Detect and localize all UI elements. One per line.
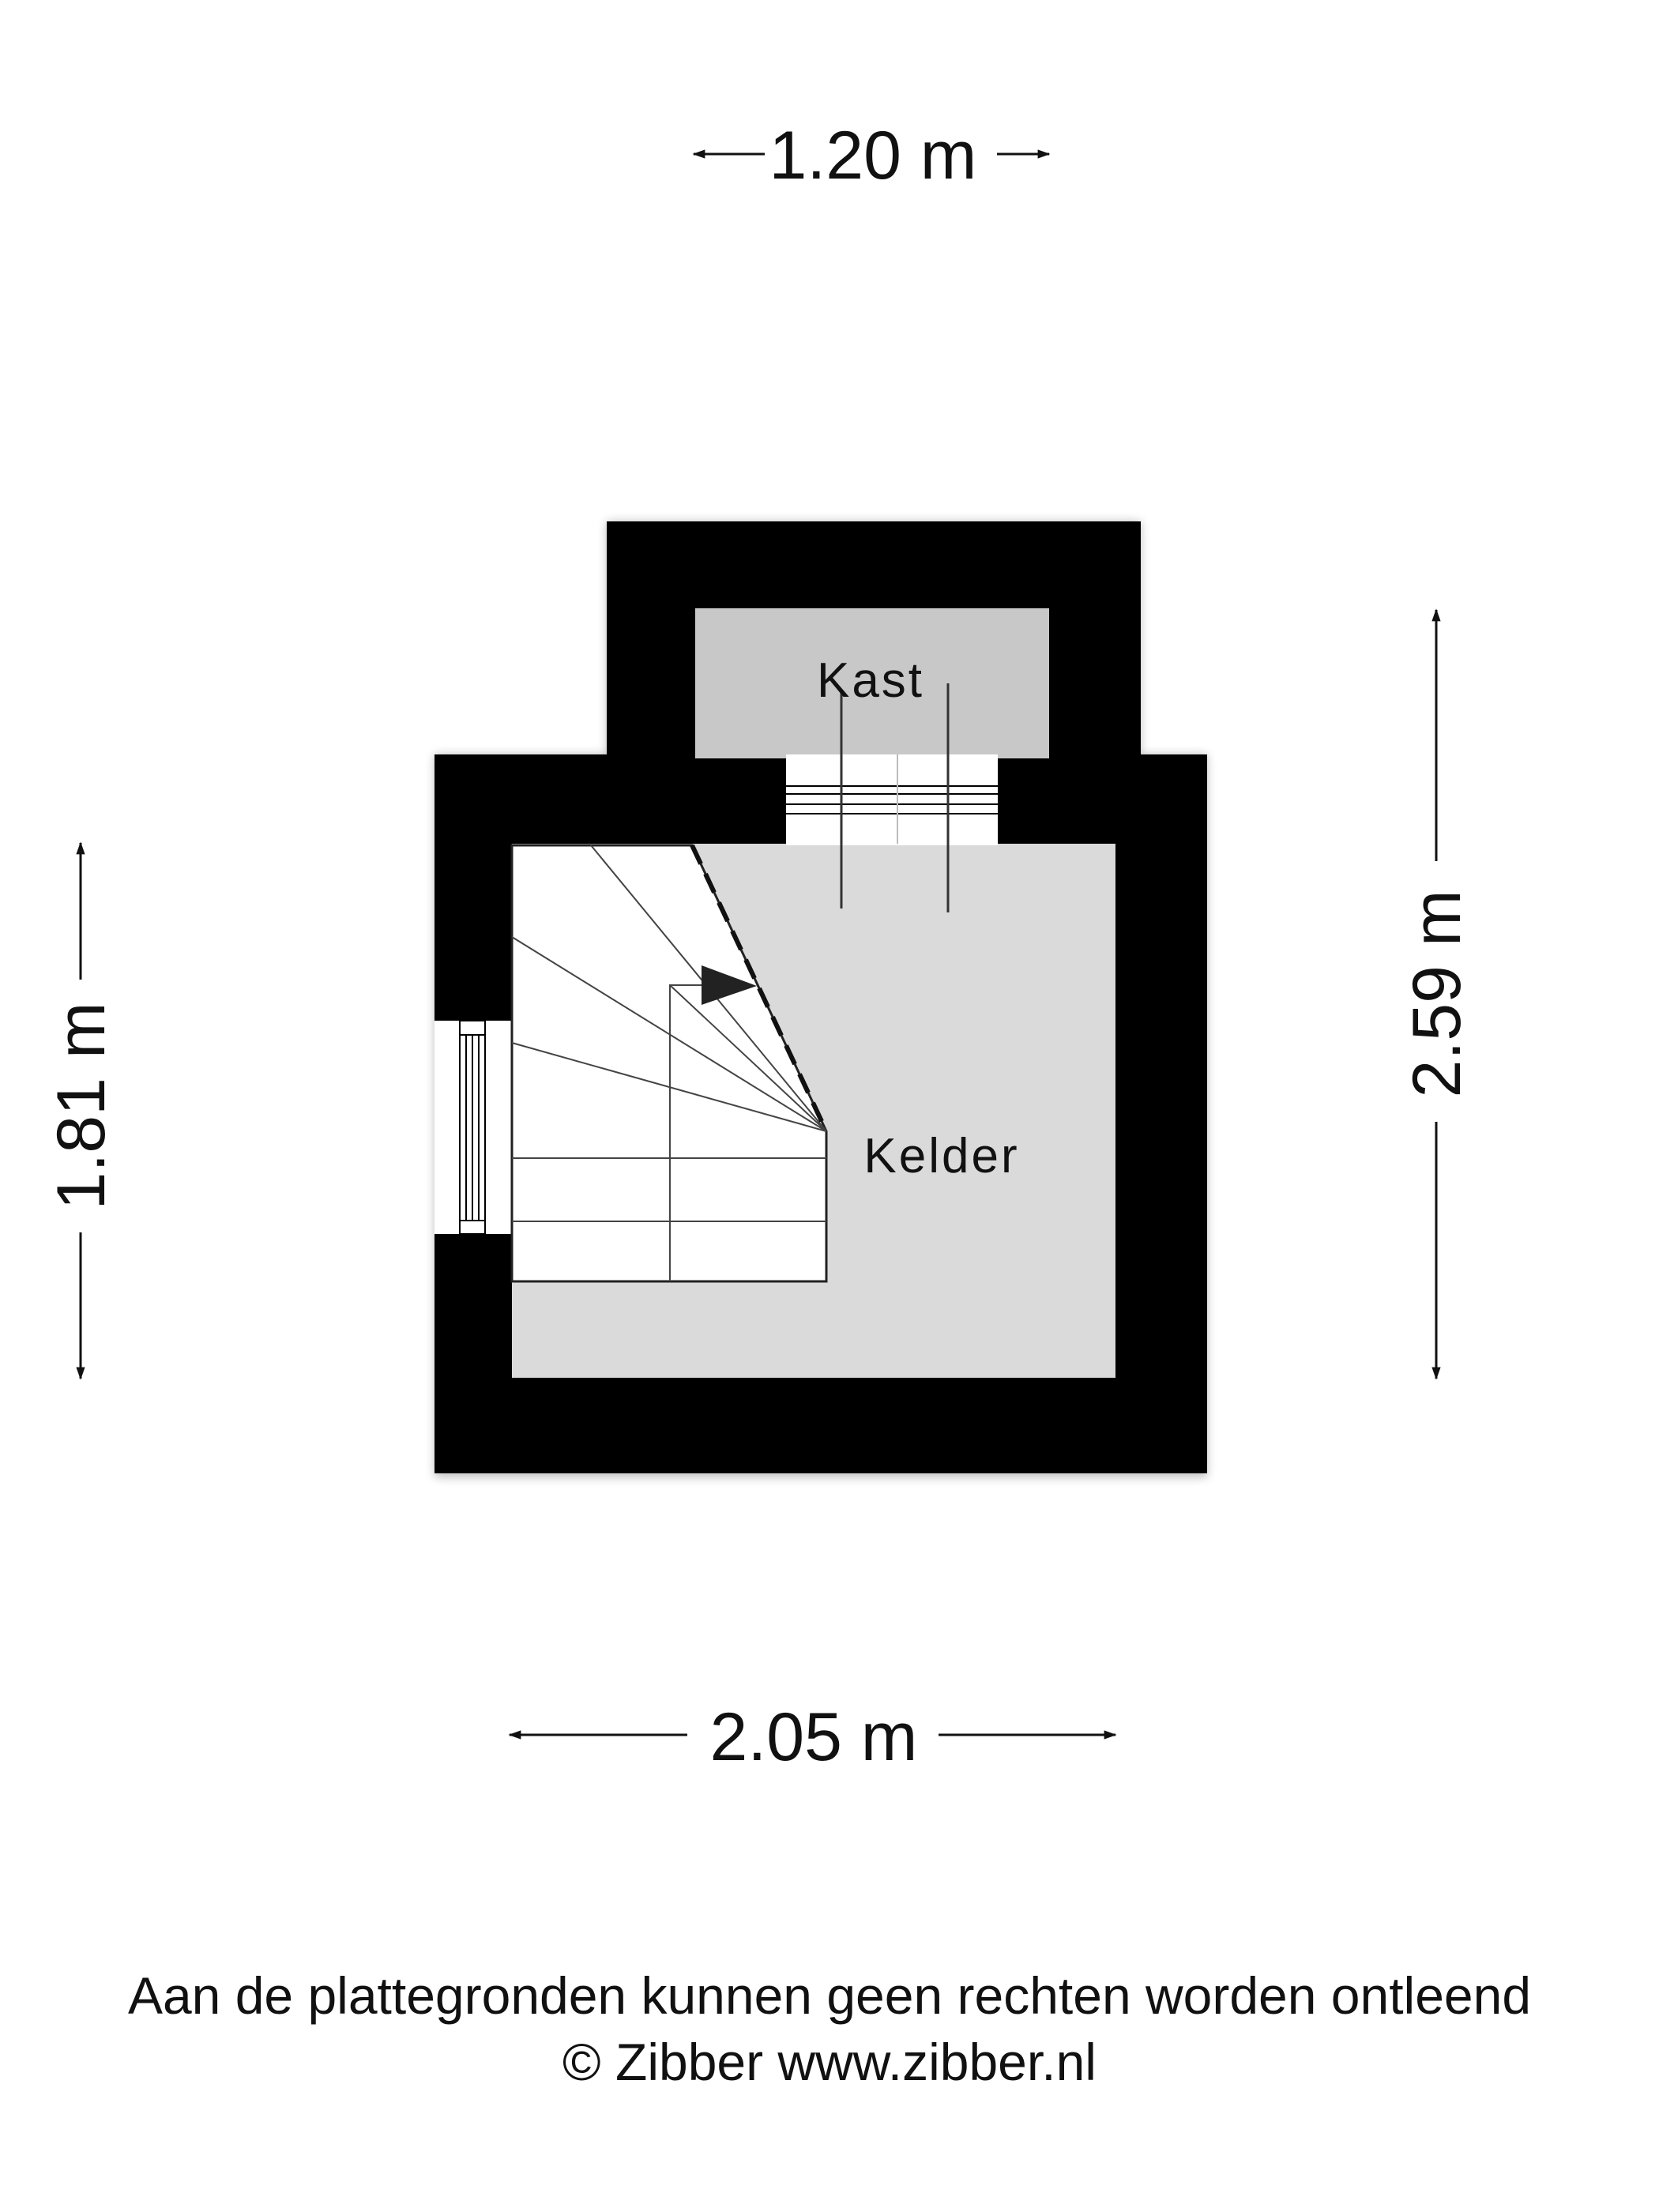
dimension-right: 2.59 m: [1399, 608, 1475, 1380]
stair-edge-dashed: [690, 844, 829, 1133]
dimension-bottom-label: 2.05 m: [710, 1699, 918, 1775]
closet-doorway: [786, 683, 998, 912]
footer-copyright: © Zibber www.zibber.nl: [562, 2033, 1097, 2091]
room-label-basement: Kelder: [863, 1129, 1019, 1183]
dimension-top: 1.20 m: [692, 118, 1051, 194]
dimension-left: 1.81 m: [43, 841, 119, 1380]
closet-floor: [695, 608, 1049, 758]
dimension-left-label: 1.81 m: [43, 1003, 119, 1210]
stair-direction-arrow-icon: [702, 965, 757, 1005]
window: [434, 1020, 512, 1235]
dimension-bottom: 2.05 m: [508, 1699, 1117, 1775]
dimension-right-label: 2.59 m: [1399, 890, 1475, 1098]
room-label-closet: Kast: [817, 653, 924, 708]
dimension-top-label: 1.20 m: [769, 118, 977, 194]
staircase: [510, 844, 829, 1283]
footer-disclaimer: Aan de plattegronden kunnen geen rechten…: [127, 1966, 1532, 2025]
